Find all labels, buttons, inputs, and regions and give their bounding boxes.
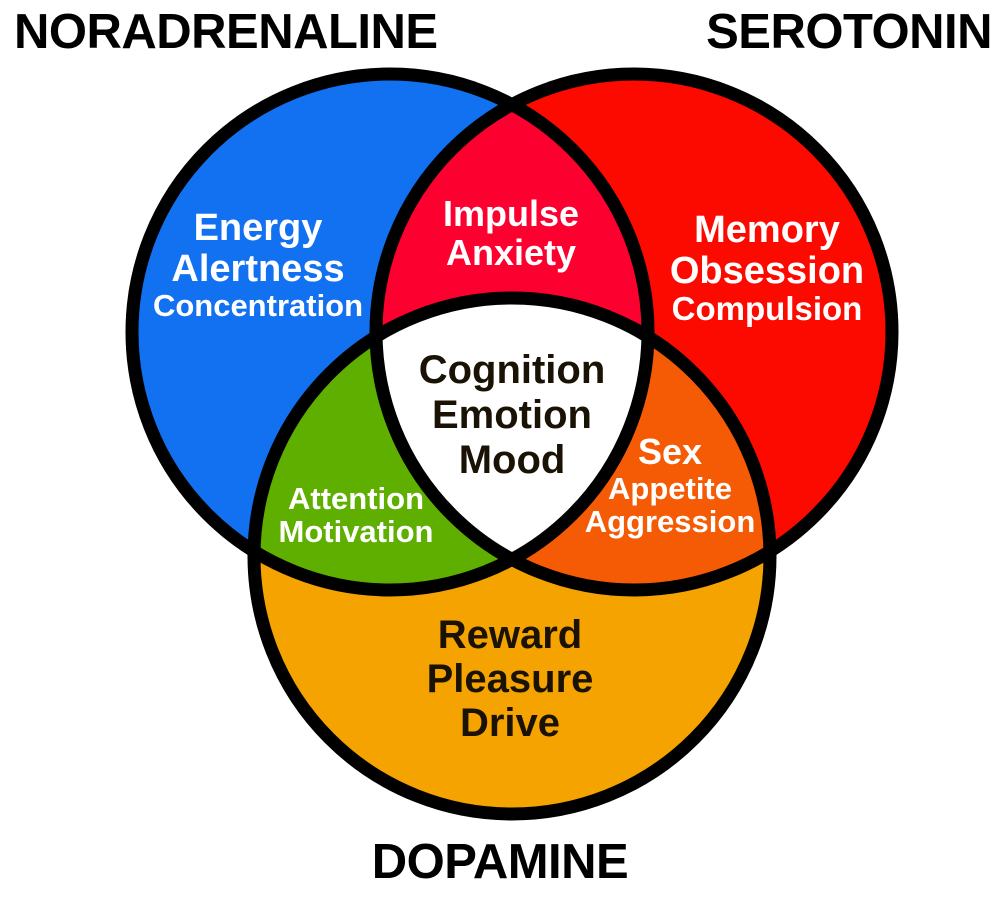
label-dopamine: DOPAMINE: [371, 835, 629, 889]
label-noradrenaline: NORADRENALINE: [14, 5, 438, 59]
label-serotonin: SEROTONIN: [706, 5, 992, 59]
venn-outlines: [125, 67, 899, 821]
